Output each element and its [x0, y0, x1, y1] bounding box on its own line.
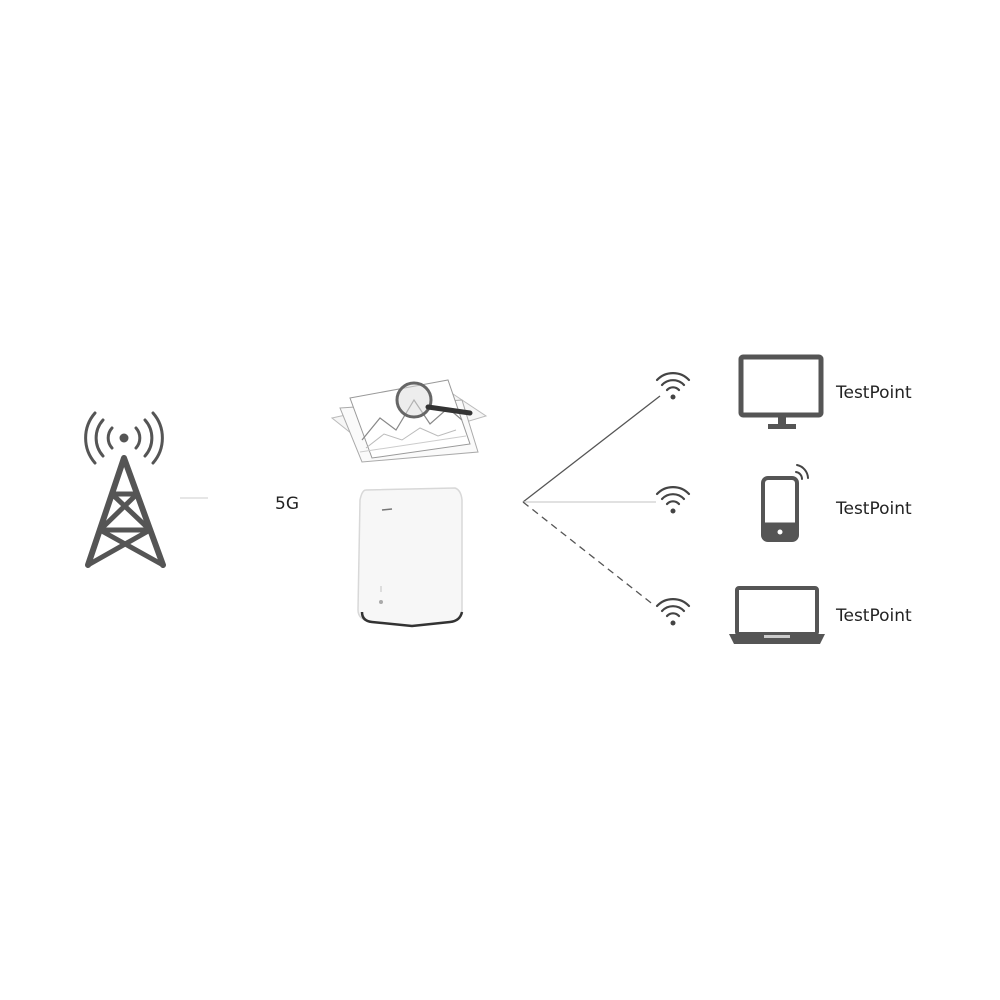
monitor-icon: [738, 354, 824, 429]
link-label-5g: 5G: [275, 494, 299, 514]
analysis-report-icon: [330, 379, 488, 463]
link-line-dashed: [522, 501, 656, 607]
cpe-router-icon: [357, 487, 464, 628]
wifi-signal-icon: [655, 486, 691, 514]
cell-tower-icon: [84, 411, 166, 568]
wifi-signal-icon: [655, 372, 691, 400]
testpoint-label-laptop: TestPoint: [836, 606, 912, 626]
phone-icon: [761, 464, 809, 542]
wifi-signal-icon: [655, 598, 691, 626]
link-line-solid: [522, 395, 661, 503]
laptop-icon: [729, 586, 825, 644]
testpoint-label-monitor: TestPoint: [836, 383, 912, 403]
testpoint-label-phone: TestPoint: [836, 499, 912, 519]
